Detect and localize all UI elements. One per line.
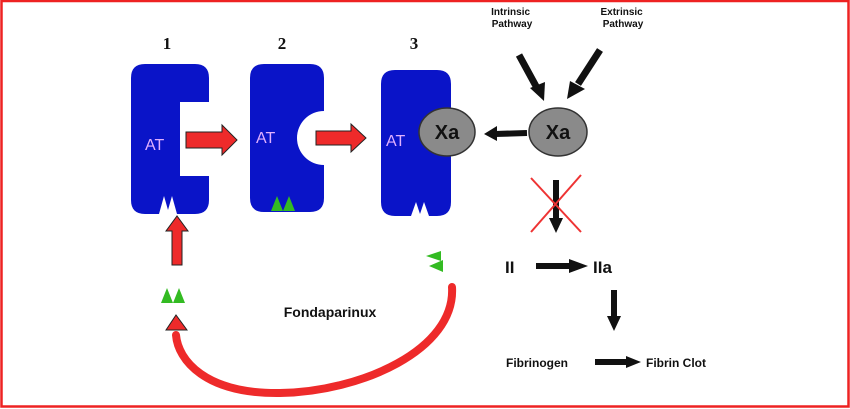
extrinsic-arrow: [567, 48, 603, 99]
drug-label: Fondaparinux: [284, 304, 377, 320]
extrinsic-pathway-label: Extrinsic Pathway: [600, 7, 645, 30]
antithrombin-3-label: AT: [386, 133, 405, 150]
bound-pentasaccharide-triangle: [283, 196, 295, 211]
step-3-number: 3: [410, 34, 419, 53]
free-pentasaccharide-triangle: [173, 288, 185, 303]
antithrombin-2-shape: [250, 64, 324, 212]
fibrinogen-label: Fibrinogen: [506, 356, 568, 370]
factor-xa-free: [528, 107, 588, 157]
factor-xa-bound-label: Xa: [435, 122, 460, 144]
antithrombin-1-shape: [131, 64, 209, 214]
antithrombin-3-shape: [381, 70, 451, 216]
free-pentasaccharide-triangle: [161, 288, 173, 303]
ii-to-iia-arrow: [536, 259, 588, 273]
recycle-arrow-curve: [172, 283, 457, 398]
factor-xa-bound: [418, 107, 476, 157]
intrinsic-line-2: Pathway: [492, 19, 533, 30]
antithrombin-1-label: AT: [145, 137, 164, 154]
step-1-number: 1: [163, 34, 172, 53]
released-pentasaccharide-triangle: [426, 251, 441, 261]
factor-xa-free-label: Xa: [546, 122, 571, 144]
step-1-to-2-arrow: [185, 123, 238, 157]
fibrinogen-to-clot-arrow: [595, 356, 641, 368]
prothrombin-label: II: [505, 258, 514, 277]
step-2-number: 2: [278, 34, 287, 53]
intrinsic-arrow: [515, 53, 545, 101]
thrombin-label: IIa: [593, 258, 612, 277]
bound-pentasaccharide-triangle: [271, 196, 283, 211]
blocked-arrow: [549, 180, 563, 233]
antithrombin-2-label: AT: [256, 130, 275, 147]
intrinsic-line-1: Intrinsic: [491, 7, 530, 18]
iia-to-fibrinogen-arrow: [607, 290, 621, 331]
fibrin-clot-label: Fibrin Clot: [646, 356, 706, 370]
step-2-to-3-arrow: [315, 122, 367, 154]
intrinsic-pathway-label: Intrinsic Pathway: [491, 7, 533, 30]
released-pentasaccharide-triangle: [429, 260, 443, 272]
extrinsic-line-2: Pathway: [603, 19, 644, 30]
inhibition-cross-icon: [530, 174, 582, 233]
xa-to-at-arrow: [484, 126, 528, 141]
recycle-arrowhead: [165, 314, 188, 331]
extrinsic-line-1: Extrinsic: [600, 7, 643, 18]
binding-up-arrow: [165, 215, 189, 266]
